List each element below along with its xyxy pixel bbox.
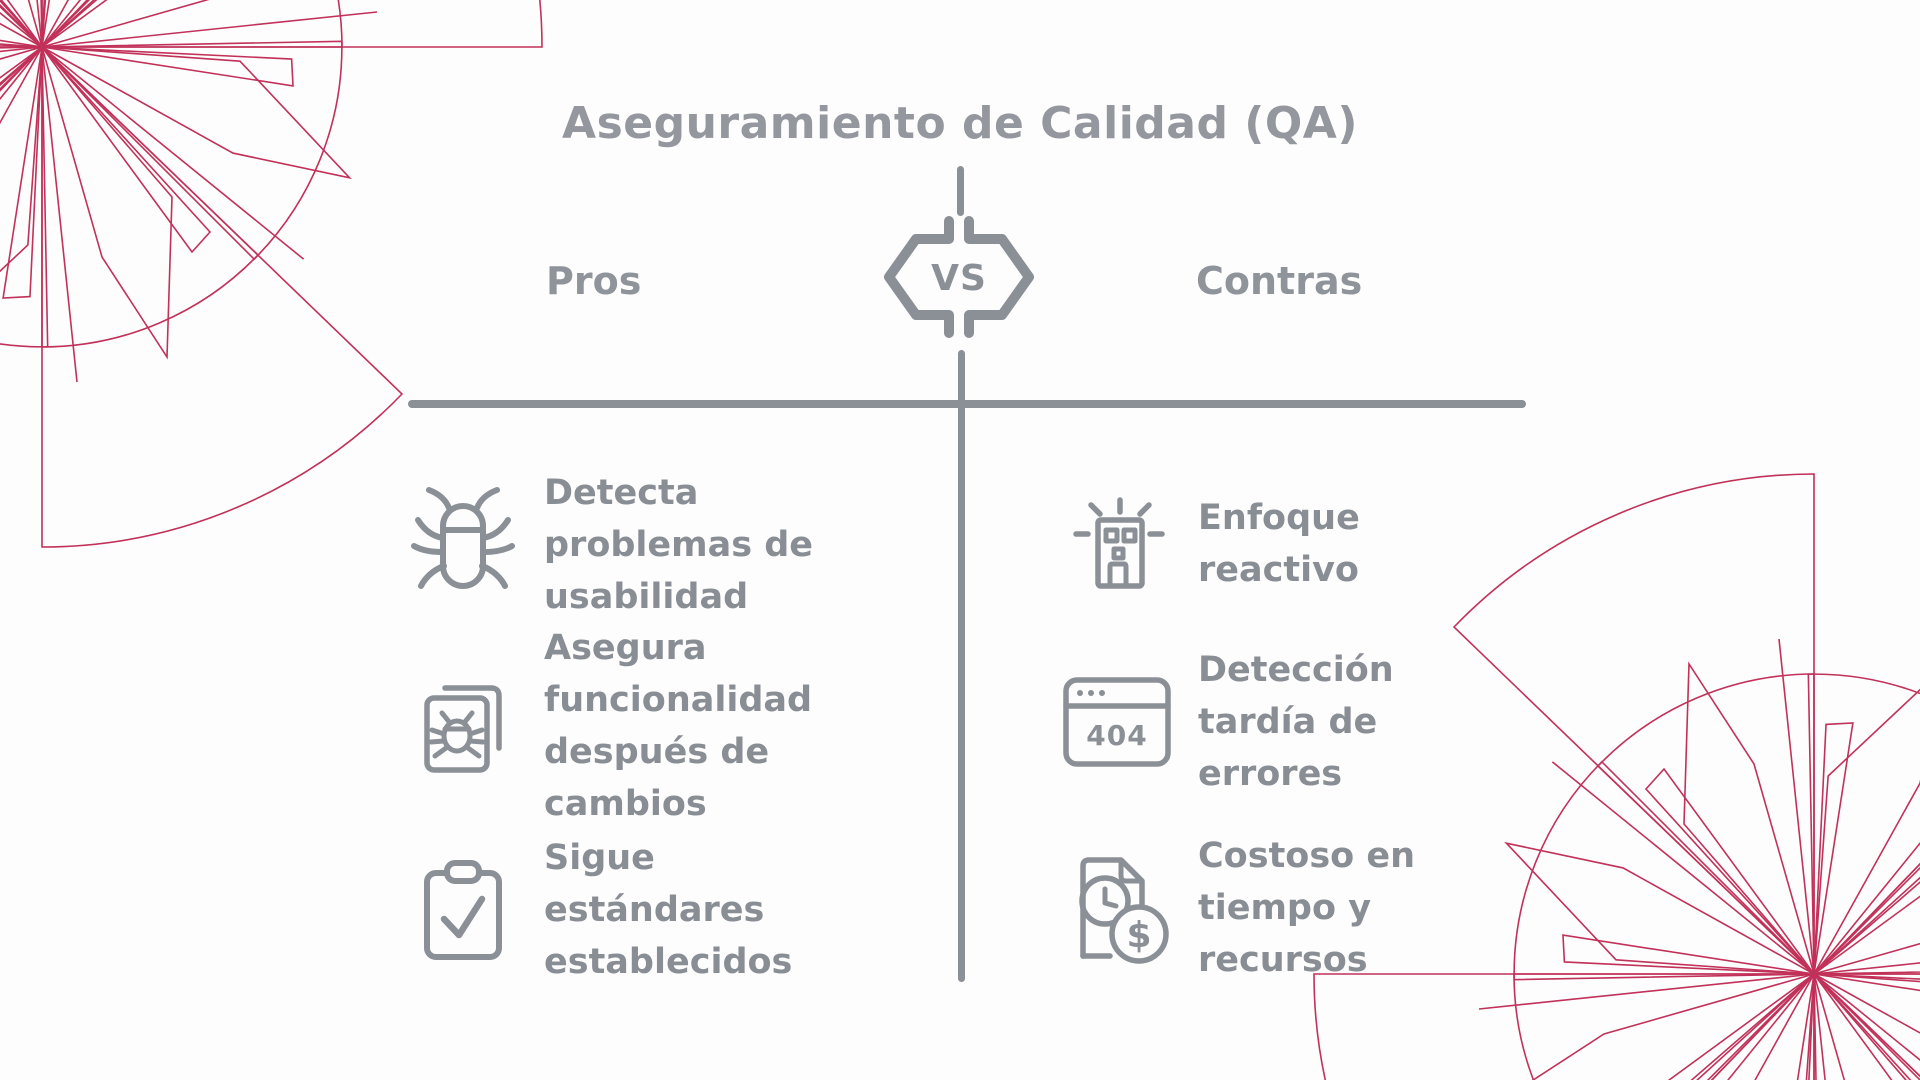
icon-box	[408, 672, 518, 780]
pros-item-text: Sigue estándares establecidos	[544, 838, 793, 982]
contras-column-label: Contras	[1196, 259, 1363, 303]
bug-icon	[411, 487, 515, 589]
clipboard-check-icon	[424, 860, 502, 960]
regression-document-bug-icon	[424, 685, 502, 773]
contras-item-text: Detección tardía de errores	[1198, 650, 1394, 794]
contras-item-text: Enfoque reactivo	[1198, 498, 1360, 590]
pros-item-text: Detecta problemas de usabilidad	[544, 473, 814, 617]
contras-item-late-detection: 404 Detección tardía de errores	[1062, 644, 1558, 800]
pros-item-standards: Sigue estándares establecidos	[408, 832, 904, 988]
vertical-divider	[958, 350, 965, 982]
icon-box	[408, 484, 518, 606]
vs-badge: VS	[884, 216, 1034, 338]
icon-box: $	[1062, 850, 1172, 966]
contras-item-reactive: Enfoque reactivo	[1062, 484, 1558, 604]
pros-item-regression: Asegura funcionalidad después de cambios	[408, 622, 904, 830]
contras-item-costly: $ Costoso en tiempo y recursos	[1062, 830, 1558, 986]
icon-box: 404	[1062, 676, 1172, 768]
connector-line-top	[957, 166, 964, 216]
vs-badge-label: VS	[931, 258, 987, 299]
building-alert-icon	[1073, 497, 1165, 589]
icon-box	[1062, 484, 1172, 604]
pros-item-text: Asegura funcionalidad después de cambios	[544, 628, 813, 824]
page-title: Aseguramiento de Calidad (QA)	[562, 98, 1358, 149]
error-404-label: 404	[1086, 719, 1147, 752]
horizontal-divider	[408, 400, 1526, 408]
contras-item-text: Costoso en tiempo y recursos	[1198, 836, 1416, 980]
browser-404-icon: 404	[1063, 677, 1171, 767]
dollar-sign-label: $	[1126, 915, 1151, 956]
decorative-flower-top-left	[0, 0, 542, 547]
icon-box	[408, 855, 518, 965]
document-clock-dollar-icon: $	[1079, 857, 1169, 964]
pros-column-label: Pros	[546, 259, 642, 303]
pros-item-usability: Detecta problemas de usabilidad	[408, 467, 904, 623]
